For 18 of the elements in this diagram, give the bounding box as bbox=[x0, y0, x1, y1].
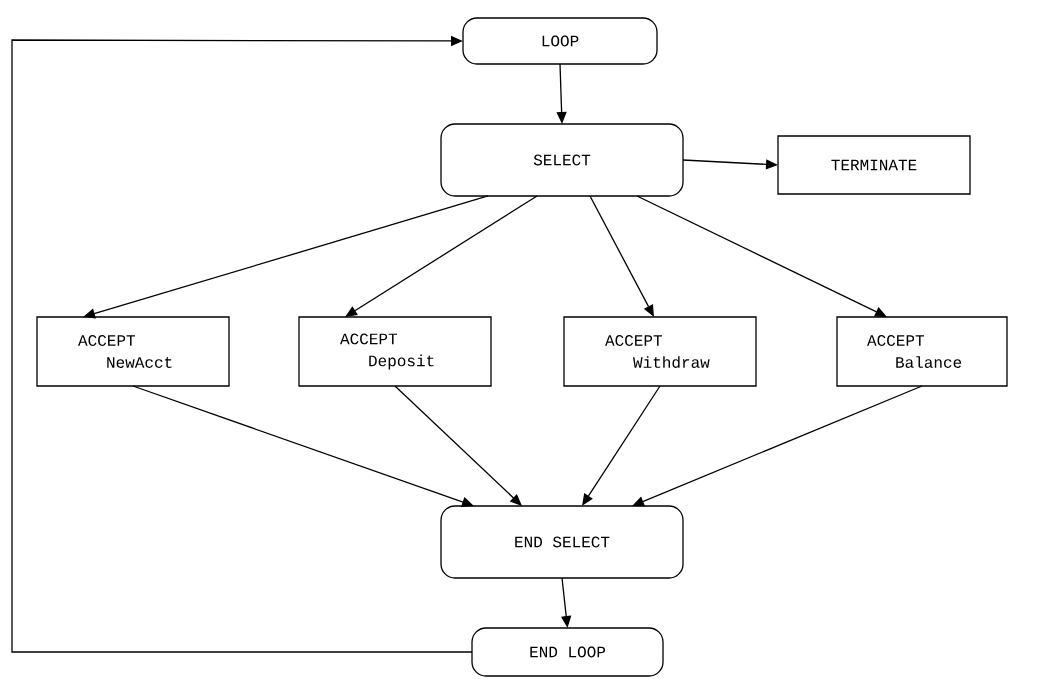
terminal-box: END SELECT bbox=[440, 505, 684, 579]
process-box: ACCEPT Deposit bbox=[298, 316, 492, 387]
arrow bbox=[11, 35, 473, 653]
arrow bbox=[345, 195, 538, 317]
arrow bbox=[632, 385, 923, 507]
process-box: ACCEPT Balance bbox=[836, 316, 1008, 387]
arrow bbox=[83, 195, 489, 319]
arrow bbox=[589, 195, 654, 317]
process-box: ACCEPT Withdraw bbox=[563, 316, 757, 387]
arrow bbox=[132, 385, 474, 507]
arrow bbox=[394, 385, 522, 506]
terminal-box: LOOP bbox=[462, 17, 658, 65]
terminal-box: END LOOP bbox=[471, 627, 664, 677]
arrow bbox=[636, 195, 887, 317]
process-box: TERMINATE bbox=[777, 135, 971, 195]
arrow bbox=[582, 385, 661, 506]
terminal-box: SELECT bbox=[440, 123, 684, 197]
process-box: ACCEPT NewAcct bbox=[36, 316, 230, 387]
